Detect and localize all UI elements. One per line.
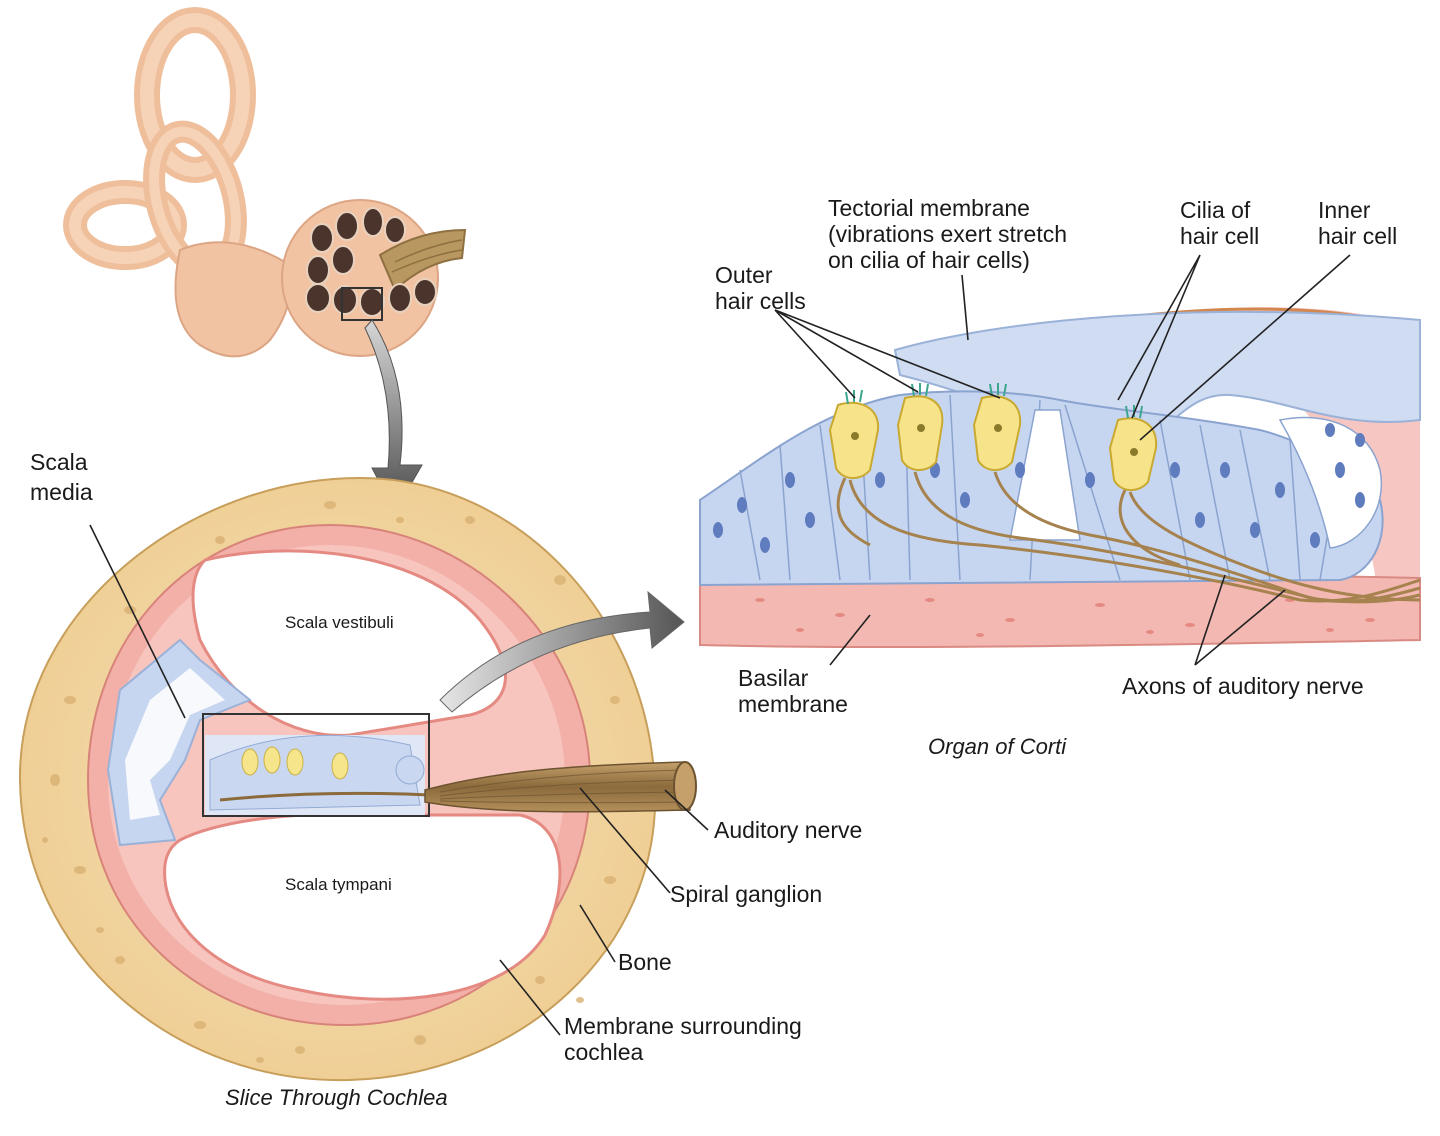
label-scala-vestibuli: Scala vestibuli <box>285 613 394 632</box>
label-tectorial-2: (vibrations exert stretch <box>828 221 1067 247</box>
label-spiral-ganglion: Spiral ganglion <box>670 881 822 907</box>
label-membrane-2: cochlea <box>564 1039 643 1065</box>
label-scala-media-2: media <box>30 479 93 505</box>
label-bone: Bone <box>618 949 672 975</box>
inner-ear-illustration <box>63 7 467 358</box>
label-basilar-2: membrane <box>738 691 848 717</box>
organ-of-corti <box>699 307 1421 649</box>
caption-slice-through-cochlea: Slice Through Cochlea <box>225 1085 448 1110</box>
label-scala-tympani: Scala tympani <box>285 875 392 894</box>
label-scala-media-1: Scala <box>30 449 88 475</box>
label-auditory-nerve: Auditory nerve <box>714 817 862 843</box>
label-cilia-2: hair cell <box>1180 223 1259 249</box>
label-outer-1: Outer <box>715 262 773 288</box>
zoom-arrow-right <box>439 590 685 713</box>
label-inner-2: hair cell <box>1318 223 1397 249</box>
label-cilia-1: Cilia of <box>1180 197 1251 223</box>
label-inner-1: Inner <box>1318 197 1371 223</box>
label-tectorial-1: Tectorial membrane <box>828 195 1030 221</box>
label-tectorial-3: on cilia of hair cells) <box>828 247 1030 273</box>
cochlea-slice <box>18 476 697 1082</box>
label-membrane-1: Membrane surrounding <box>564 1013 802 1039</box>
caption-organ-of-corti: Organ of Corti <box>928 734 1067 759</box>
leader-lines <box>89 254 1351 1036</box>
label-axons: Axons of auditory nerve <box>1122 673 1364 699</box>
label-outer-2: hair cells <box>715 288 806 314</box>
label-basilar-1: Basilar <box>738 665 809 691</box>
zoom-box <box>202 713 430 817</box>
text-labels: Scala media Scala vestibuli Scala tympan… <box>30 195 1397 1110</box>
